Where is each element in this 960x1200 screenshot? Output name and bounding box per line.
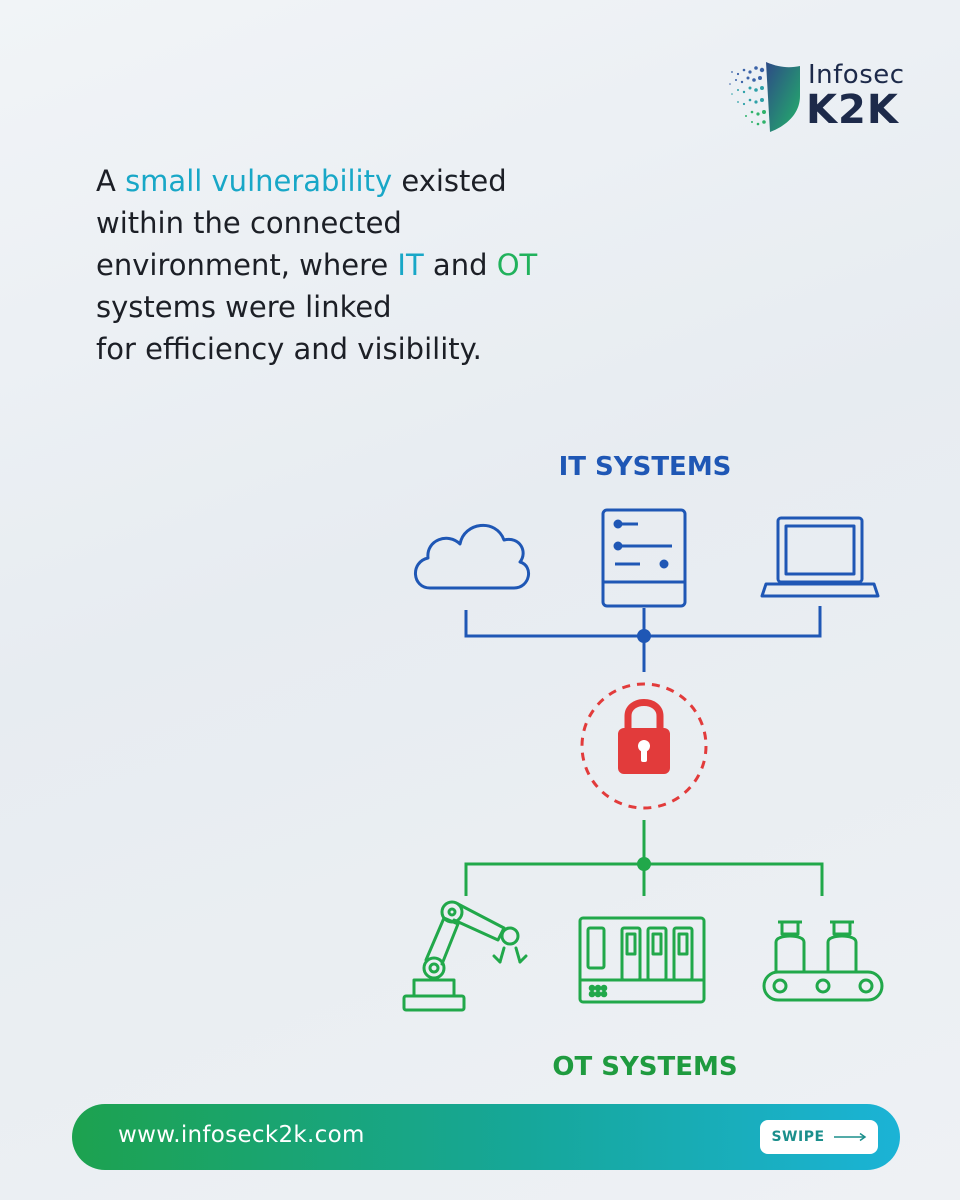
padlock-icon (618, 699, 670, 774)
plc-controller-icon (578, 916, 706, 1004)
swipe-label: SWIPE (771, 1129, 825, 1145)
breach-ring (580, 682, 708, 810)
headline-line-1: A small vulnerability existed (96, 160, 656, 202)
conveyor-belt-icon (762, 920, 884, 1002)
headline-line-5: for efficiency and visibility. (96, 332, 482, 366)
brand-logo: Infosec K2K (722, 56, 922, 136)
headline-text: A (96, 164, 126, 198)
shield-logo-icon (729, 62, 800, 132)
it-junction-node (637, 629, 651, 643)
ot-junction-node (637, 857, 651, 871)
headline-text: environment, where (96, 248, 398, 282)
headline-line-2: within the connected (96, 206, 402, 240)
headline-paragraph: A small vulnerability existed within the… (96, 160, 656, 370)
headline-line-4: systems were linked (96, 290, 392, 324)
arrow-right-icon (833, 1132, 866, 1142)
footer-bar: www.infoseck2k.com SWIPE (72, 1104, 900, 1170)
it-systems-label: IT SYSTEMS (558, 452, 732, 482)
swipe-button[interactable]: SWIPE (760, 1120, 878, 1154)
robotic-arm-icon (402, 900, 528, 1012)
diagram-graphic (402, 508, 884, 1012)
cloud-icon (414, 523, 530, 590)
it-ot-diagram: IT SYSTEMS (400, 440, 900, 1090)
server-icon (601, 508, 687, 608)
headline-line-3: environment, where IT and OT (96, 244, 656, 286)
laptop-icon (760, 516, 880, 598)
ot-systems-label: OT SYSTEMS (552, 1052, 738, 1082)
logo-wordmark-top: Infosec (808, 60, 905, 90)
logo-wordmark-bottom: K2K (806, 87, 899, 133)
headline-highlight-ot: OT (496, 248, 538, 282)
headline-highlight-it: IT (397, 248, 424, 282)
headline-text: existed (392, 164, 507, 198)
website-link[interactable]: www.infoseck2k.com (118, 1122, 365, 1148)
headline-text: and (423, 248, 497, 282)
headline-highlight-vulnerability: small vulnerability (125, 164, 393, 198)
